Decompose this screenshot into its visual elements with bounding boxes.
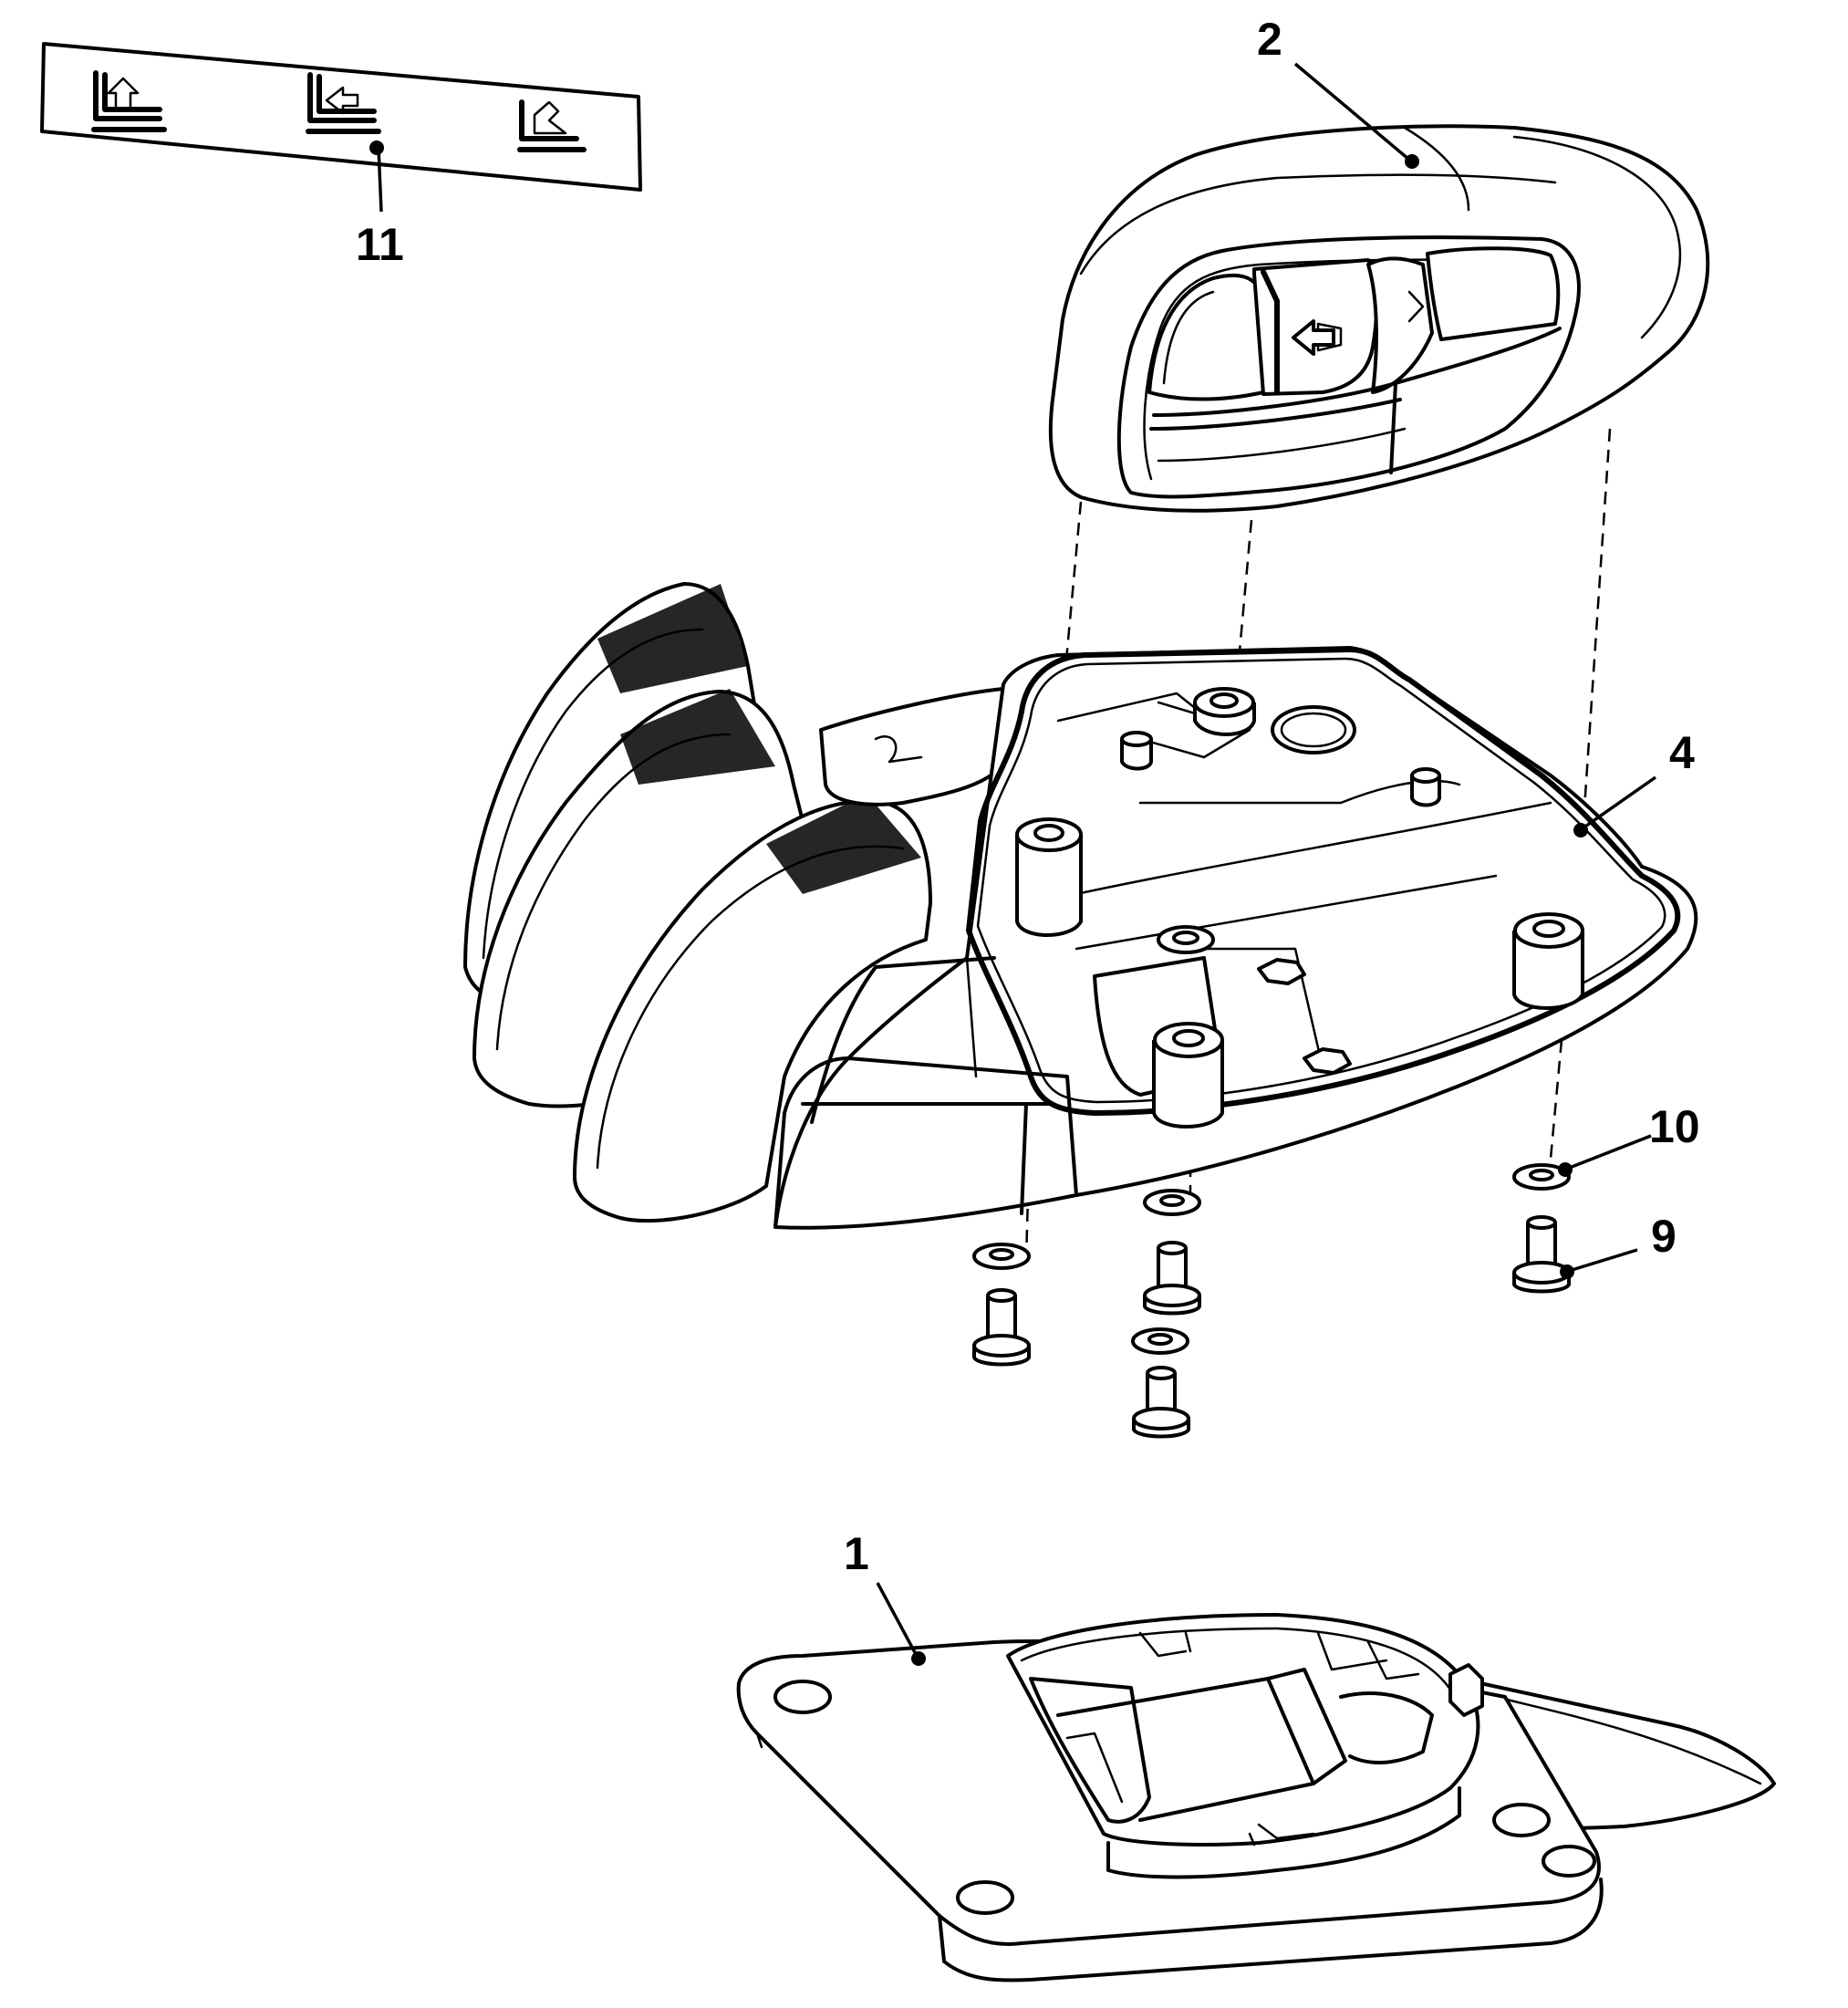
decal-strip: 11 [40, 42, 642, 270]
base-plate: 1 [736, 1528, 1776, 1982]
screw-bosses [1015, 687, 1584, 1129]
callout-4: 4 [1669, 727, 1695, 778]
button-cover: 2 [1048, 14, 1710, 513]
callout-2: 2 [1257, 14, 1282, 65]
lift-up-icon [91, 70, 167, 132]
callout-1: 1 [844, 1528, 869, 1579]
fastener-set-middle [1131, 1189, 1201, 1439]
fastener-set-left [972, 1243, 1031, 1367]
tilt-float-icon [517, 99, 587, 152]
callout-10: 10 [1649, 1101, 1700, 1152]
control-levers [463, 582, 932, 1223]
callout-11: 11 [356, 219, 404, 270]
tilt-back-icon [306, 72, 381, 134]
callout-9: 9 [1651, 1211, 1677, 1262]
fastener-set-right: 10 9 [1512, 1101, 1700, 1294]
housing-with-gasket: 4 [463, 582, 1698, 1230]
